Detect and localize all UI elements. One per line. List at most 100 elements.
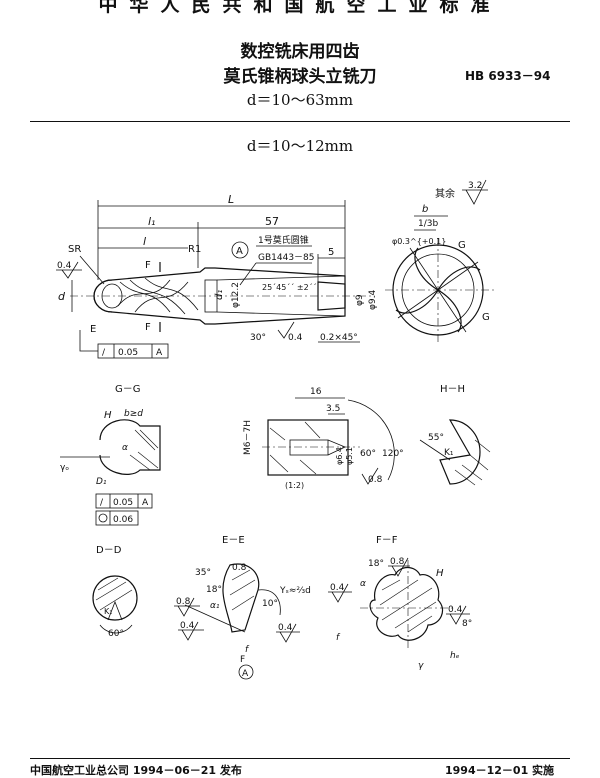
gg-runout: 0.05 <box>113 498 133 508</box>
diameter-range: d＝10～63mm <box>246 91 354 109</box>
ff-04a: 0.4 <box>330 583 345 593</box>
end-phi: φ0.3^{+0.1} <box>392 237 446 246</box>
svg-text:/: / <box>100 498 104 508</box>
thread-120: 120° <box>382 449 404 459</box>
angle-30: 30° <box>250 333 266 343</box>
taper-std: GB1443－85 <box>258 253 315 263</box>
section-subrange: d＝10～12mm <box>246 137 354 155</box>
ff-he: hₑ <box>450 651 460 661</box>
bottom-rule <box>30 758 570 759</box>
ee-F: F <box>240 655 245 665</box>
dim-57: 57 <box>265 215 279 228</box>
taper-callout: 1号莫氏圆锥 <box>258 234 309 246</box>
top-rule <box>30 121 570 122</box>
dim-d9: φ9 <box>355 294 365 306</box>
gg-roundness: 0.06 <box>113 515 133 525</box>
ee-ys: Yₛ≈⅔d <box>279 586 311 596</box>
dd-label: D－D <box>96 545 122 556</box>
thread-d51: φ5.1 <box>345 447 354 465</box>
dim-5: 5 <box>328 247 334 258</box>
dim-SR: SR <box>68 244 81 255</box>
end-b: b <box>422 204 428 215</box>
section-ee: E－E 35° 18° 0.8 0.8 0.4 0.4 α₁ 10° Yₛ≈⅔d… <box>174 535 311 680</box>
dd-ang: 60° <box>108 629 124 639</box>
ee-04a: 0.4 <box>180 621 195 631</box>
runout-value: 0.05 <box>118 348 138 358</box>
end-b-third: 1/3b <box>418 219 438 229</box>
rough-rest-value: 3.2 <box>468 181 482 191</box>
title-line-1: 数控铣床用四齿 <box>240 42 360 62</box>
section-hh: H－H 55° K₁ <box>419 384 491 486</box>
gg-label: G－G <box>115 384 141 395</box>
roughness-rest: 其余 3.2 <box>435 179 488 205</box>
dim-d94: φ9.4 <box>368 289 378 310</box>
footer-effective: 1994－12－01 实施 <box>445 764 555 777</box>
gg-D1: D₁ <box>96 477 107 487</box>
taper-angle: 25´45´´ ±2´´ <box>262 282 317 292</box>
hh-label: H－H <box>440 384 465 395</box>
ee-datum: A <box>242 669 249 679</box>
thread-scale: (1:2) <box>285 481 304 490</box>
ff-8: 8° <box>462 619 472 629</box>
rough-04-bottom: 0.4 <box>288 333 303 343</box>
thread-len16: 16 <box>310 387 322 397</box>
title-line-2: 莫氏锥柄球头立铣刀 <box>223 67 377 87</box>
ff-alpha: α <box>360 579 366 589</box>
ff-f: f <box>336 633 341 643</box>
dim-l: l <box>143 235 146 248</box>
gg-gamma: γₒ <box>60 463 69 473</box>
dim-d: d <box>58 290 66 303</box>
thread-d64: φ6.4 <box>335 447 344 465</box>
ee-08a: 0.8 <box>232 563 247 573</box>
ff-label: F－F <box>376 535 398 546</box>
runout-datum: A <box>156 348 163 358</box>
dim-d1: d₁ <box>214 290 225 300</box>
dim-L: L <box>228 193 234 206</box>
dim-R1: R1 <box>188 244 201 255</box>
section-gg: G－G γₒ H b≥d α D₁ / 0.05 A 0.06 <box>60 384 161 526</box>
section-dd: D－D K₁ 60° <box>92 545 138 639</box>
rough-rest-label: 其余 <box>435 187 455 200</box>
ee-08b: 0.8 <box>176 597 191 607</box>
rough-04-left: 0.4 <box>57 261 72 271</box>
detail-thread: M6－7H 16 3.5 φ6.4 φ5.1 60° 120° 0.8 (1:2… <box>243 387 404 490</box>
end-view: b 1/3b φ0.3^{+0.1} G G <box>385 204 495 342</box>
main-view: L l₁ 57 l R1 SR 0.4 <box>56 193 378 359</box>
thread-len35: 3.5 <box>326 404 340 414</box>
chamfer: 0.2×45° <box>320 333 358 343</box>
dd-k: K₁ <box>104 607 112 616</box>
ee-35: 35° <box>195 568 211 578</box>
dim-l1: l₁ <box>148 215 155 228</box>
ee-label: E－E <box>222 535 245 546</box>
ee-f: f <box>245 645 250 655</box>
thread-rough: 0.8 <box>368 475 383 485</box>
dim-d122: φ12.2 <box>231 282 241 308</box>
ff-08: 0.8 <box>390 557 405 567</box>
ee-alpha1: α₁ <box>210 601 220 611</box>
thread-60: 60° <box>360 449 376 459</box>
section-mark-F-bottom: F <box>145 322 151 333</box>
ee-10: 10° <box>262 599 278 609</box>
ff-H: H <box>436 568 444 579</box>
section-mark-E: E <box>90 324 96 335</box>
thread-label: M6－7H <box>243 420 253 455</box>
hh-k: K₁ <box>444 448 454 458</box>
hh-ang: 55° <box>428 433 444 443</box>
ff-18: 18° <box>368 559 384 569</box>
ee-18: 18° <box>206 585 222 595</box>
ff-04b: 0.4 <box>448 605 463 615</box>
gg-H: H <box>104 410 112 421</box>
gg-datum: A <box>142 498 149 508</box>
footer-issue: 中国航空工业总公司 1994－06－21 发布 <box>30 764 242 777</box>
end-G-bottom: G <box>482 312 490 323</box>
section-mark-F-top: F <box>145 260 151 271</box>
svg-text:/: / <box>102 348 106 358</box>
end-G-top: G <box>458 240 466 251</box>
datum-A-circle: A <box>236 246 243 257</box>
gg-alpha: α <box>122 443 128 453</box>
ee-04b: 0.4 <box>278 623 293 633</box>
standard-number: HB 6933－94 <box>465 69 551 83</box>
ff-gamma: γ <box>418 661 424 671</box>
org-header: 中华人民共和国航空工业标准 <box>98 0 502 16</box>
